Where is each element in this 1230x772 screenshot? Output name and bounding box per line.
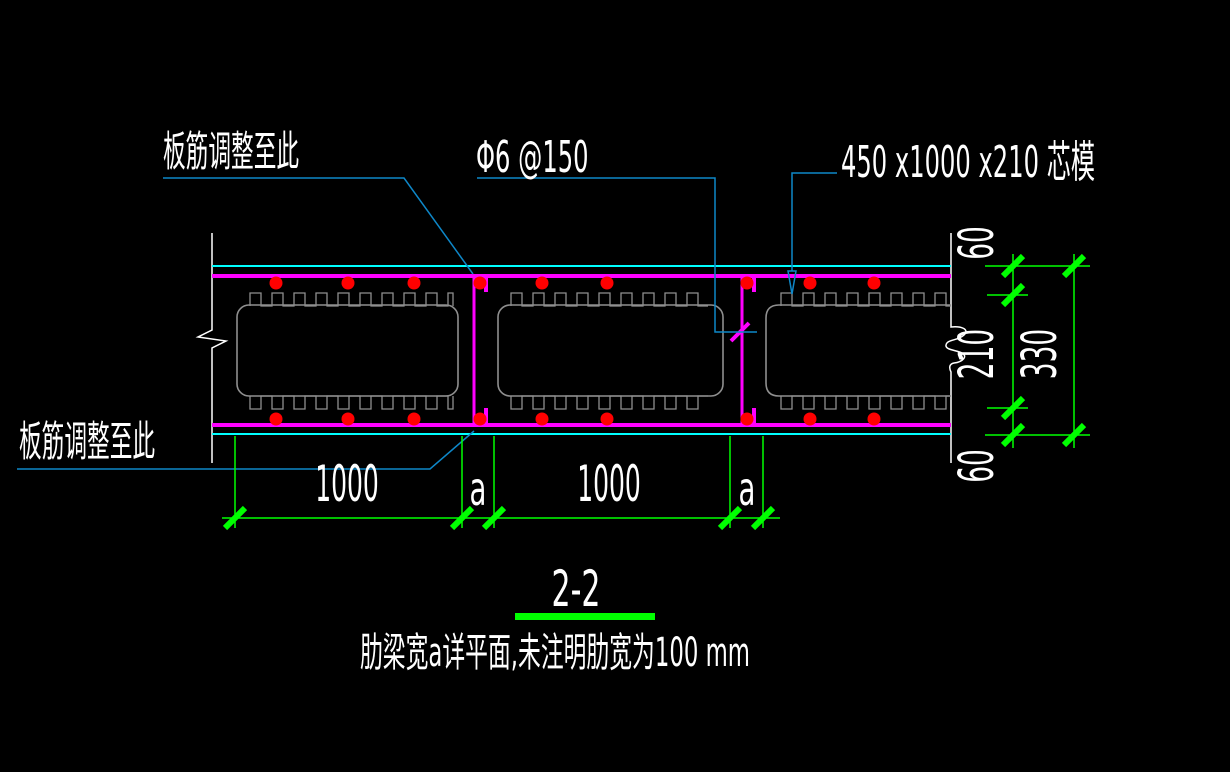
rebar-dot — [740, 276, 754, 290]
core-mold-teeth-top — [510, 292, 708, 307]
rebar-dot — [535, 276, 549, 290]
core-mold-teeth-top — [780, 292, 951, 307]
rebar-dot — [341, 412, 355, 426]
rebar-dot — [473, 276, 487, 290]
section-note: 肋梁宽a详平面,未注明肋宽为100 mm — [359, 630, 751, 676]
rebar-dot — [341, 276, 355, 290]
section-title: 2-2 — [551, 560, 601, 618]
rebar-dot — [867, 276, 881, 290]
dimension-tick — [1061, 253, 1087, 279]
rebar-dot — [803, 412, 817, 426]
dimension-tick — [1000, 282, 1026, 308]
rebar-dot — [867, 412, 881, 426]
core-molds — [236, 292, 951, 410]
leader-lines — [17, 172, 837, 470]
core-mold-body — [236, 304, 459, 397]
dimension-tick — [481, 505, 507, 531]
rebar-dot — [269, 276, 283, 290]
leader-core-mold — [791, 172, 837, 271]
callout-slab-rebar-top: 板筋调整至此 — [163, 127, 300, 176]
core-mold-teeth-bottom — [780, 395, 951, 410]
rebar-dot — [407, 276, 421, 290]
dimension-span-1: 1000 — [315, 455, 379, 513]
rebar-dots — [269, 276, 881, 426]
dimension-tick — [449, 505, 475, 531]
slab-outline — [212, 265, 951, 435]
rebar-dot — [269, 412, 283, 426]
core-mold-body — [497, 304, 724, 397]
rebar-dot — [600, 412, 614, 426]
dimension-tick — [1000, 422, 1026, 448]
dimension-bottom-flange: 60 — [949, 449, 1005, 483]
left-break-line — [195, 233, 229, 463]
dimension-total-depth: 330 — [1012, 328, 1068, 380]
leader-slab-rebar-bottom — [17, 430, 475, 470]
callout-slab-rebar-bottom: 板筋调整至此 — [19, 417, 156, 466]
leader-slab-rebar-top — [163, 177, 474, 275]
leader-arrow — [787, 270, 797, 295]
right-break-line — [945, 233, 967, 463]
rebar-dot — [407, 412, 421, 426]
core-mold-body — [765, 304, 951, 397]
dimension-ticks — [222, 253, 1087, 531]
rebar-dot — [535, 412, 549, 426]
callout-stirrup-spec: Φ6 @150 — [476, 132, 589, 183]
core-mold-teeth-top — [249, 292, 454, 307]
dimension-tick — [750, 505, 776, 531]
core-mold-teeth — [249, 292, 951, 410]
dimension-rib-1: a — [469, 462, 487, 516]
dimension-lines — [222, 253, 1090, 531]
rebar-dot — [600, 276, 614, 290]
dimension-tick — [222, 505, 248, 531]
core-mold-teeth-bottom — [510, 395, 708, 410]
dimension-tick — [717, 505, 743, 531]
rebar-lines — [212, 274, 951, 427]
rebar-dot — [473, 412, 487, 426]
leader-stirrup — [477, 177, 757, 333]
dimension-tick — [1061, 422, 1087, 448]
dimension-top-flange: 60 — [949, 226, 1005, 260]
dimension-tick — [1000, 395, 1026, 421]
callout-core-mold-spec: 450 x1000 x210 芯模 — [841, 137, 1096, 188]
dimension-core-height: 210 — [949, 328, 1005, 380]
rebar-dot — [740, 412, 754, 426]
break-lines — [195, 233, 967, 463]
title-underline — [515, 613, 655, 620]
dimension-rib-2: a — [738, 462, 756, 516]
core-mold-teeth-bottom — [249, 395, 454, 410]
dimension-tick — [1000, 253, 1026, 279]
rebar-dot — [803, 276, 817, 290]
dimension-span-2: 1000 — [577, 455, 641, 513]
